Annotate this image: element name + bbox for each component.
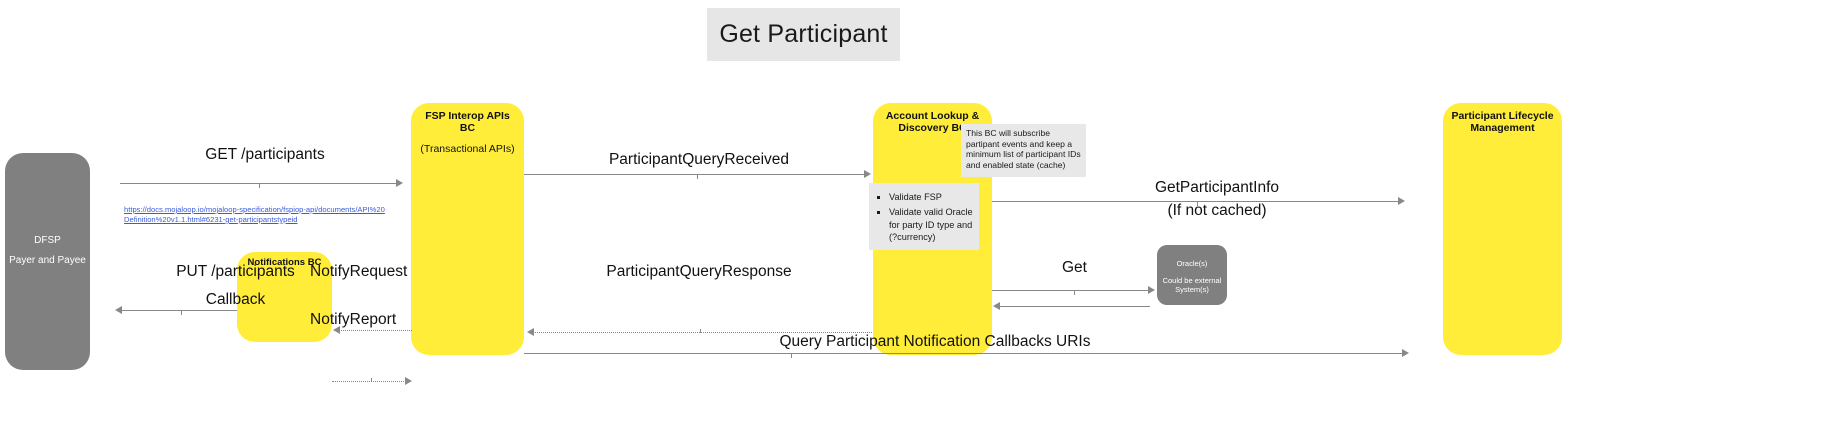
message-get-participants-label: GET /participants xyxy=(205,146,325,163)
message-get-participant-info-tick xyxy=(1197,201,1198,206)
message-query-participant-notification-label: Query Participant Notification Callbacks… xyxy=(779,333,1091,350)
note-validate-item: Validate FSP xyxy=(889,191,973,203)
message-participant-query-received-label: ParticipantQueryReceived xyxy=(608,151,790,168)
note-cache: This BC will subscribe partipant events … xyxy=(961,124,1086,177)
lifeline-oracles[interactable]: Oracle(s) Could be external System(s) xyxy=(1157,245,1227,305)
message-notify-report-label: NotifyReport xyxy=(310,311,397,328)
message-put-participants-label: PUT /participants xyxy=(176,263,295,280)
diagram-title-text: Get Participant xyxy=(719,20,888,48)
message-put-participants-sublabel: Callback xyxy=(205,291,266,308)
note-validate-item: Validate valid Oracle for party ID type … xyxy=(889,206,973,243)
message-oracle-response-line xyxy=(998,306,1150,307)
lifeline-fsp-interop-apis-bc[interactable]: FSP Interop APIs BC (Transactional APIs) xyxy=(411,103,524,355)
lifeline-participant-lifecycle-management[interactable]: Participant Lifecycle Management xyxy=(1443,103,1562,355)
lifeline-fsp-interop-title: FSP Interop APIs BC xyxy=(425,110,510,134)
message-get-participant-info-label: GetParticipantInfo xyxy=(1154,179,1280,196)
message-get-line xyxy=(992,290,1150,291)
note-validate: Validate FSP Validate valid Oracle for p… xyxy=(869,183,979,250)
note-validate-list: Validate FSP Validate valid Oracle for p… xyxy=(877,191,973,244)
message-notify-report-tick xyxy=(371,378,372,382)
lifeline-oracles-subtitle: Could be external System(s) xyxy=(1162,276,1222,294)
message-get-tick xyxy=(1074,290,1075,295)
diagram-title: Get Participant xyxy=(707,8,900,61)
message-get-participant-info-line xyxy=(992,201,1400,202)
lifeline-dfsp-subtitle: Payer and Payee xyxy=(9,255,86,266)
message-get-participants-tick xyxy=(259,183,260,188)
message-get-participant-info-sublabel: (If not cached) xyxy=(1167,202,1267,219)
message-participant-query-received-tick xyxy=(697,174,698,179)
lifeline-notifications-bc[interactable]: Notifications BC xyxy=(237,252,332,342)
message-get-participants-arrowhead xyxy=(396,179,403,187)
message-notify-request-line xyxy=(338,330,412,331)
message-put-participants-tick xyxy=(181,310,182,315)
message-participant-query-response-arrowhead xyxy=(527,328,534,336)
message-participant-query-response-label: ParticipantQueryResponse xyxy=(606,263,792,280)
lifeline-dfsp[interactable]: DFSP Payer and Payee xyxy=(5,153,90,370)
message-get-participants-url[interactable]: https://docs.mojaloop.io/mojaloop-specif… xyxy=(124,205,385,224)
message-oracle-response-arrowhead xyxy=(993,302,1000,310)
message-notify-request-label: NotifyRequest xyxy=(310,263,408,280)
message-query-participant-notification-tick xyxy=(791,353,792,358)
lifeline-notifications-title: Notifications BC xyxy=(247,257,322,268)
lifeline-fsp-interop-subtitle: (Transactional APIs) xyxy=(420,143,515,155)
lifeline-oracles-title: Oracle(s) xyxy=(1176,259,1208,268)
message-notify-request-arrowhead xyxy=(333,326,340,334)
message-query-participant-notification-arrowhead xyxy=(1402,349,1409,357)
message-get-label: Get xyxy=(1062,259,1087,276)
lifeline-dfsp-title: DFSP xyxy=(34,235,61,246)
message-participant-query-response-tick xyxy=(700,329,701,333)
message-put-participants-line xyxy=(122,310,237,311)
message-query-participant-notification-line xyxy=(524,353,1404,354)
message-participant-query-received-arrowhead xyxy=(864,170,871,178)
lifeline-participant-lifecycle-title: Participant Lifecycle Management xyxy=(1451,110,1554,134)
message-get-arrowhead xyxy=(1148,286,1155,294)
lifeline-account-lookup-title: Account Lookup & Discovery BC xyxy=(885,110,980,134)
message-participant-query-response-line xyxy=(532,332,872,333)
message-notify-report-arrowhead xyxy=(405,377,412,385)
message-get-participant-info-arrowhead xyxy=(1398,197,1405,205)
message-put-participants-arrowhead xyxy=(115,306,122,314)
message-participant-query-received-line xyxy=(524,174,866,175)
